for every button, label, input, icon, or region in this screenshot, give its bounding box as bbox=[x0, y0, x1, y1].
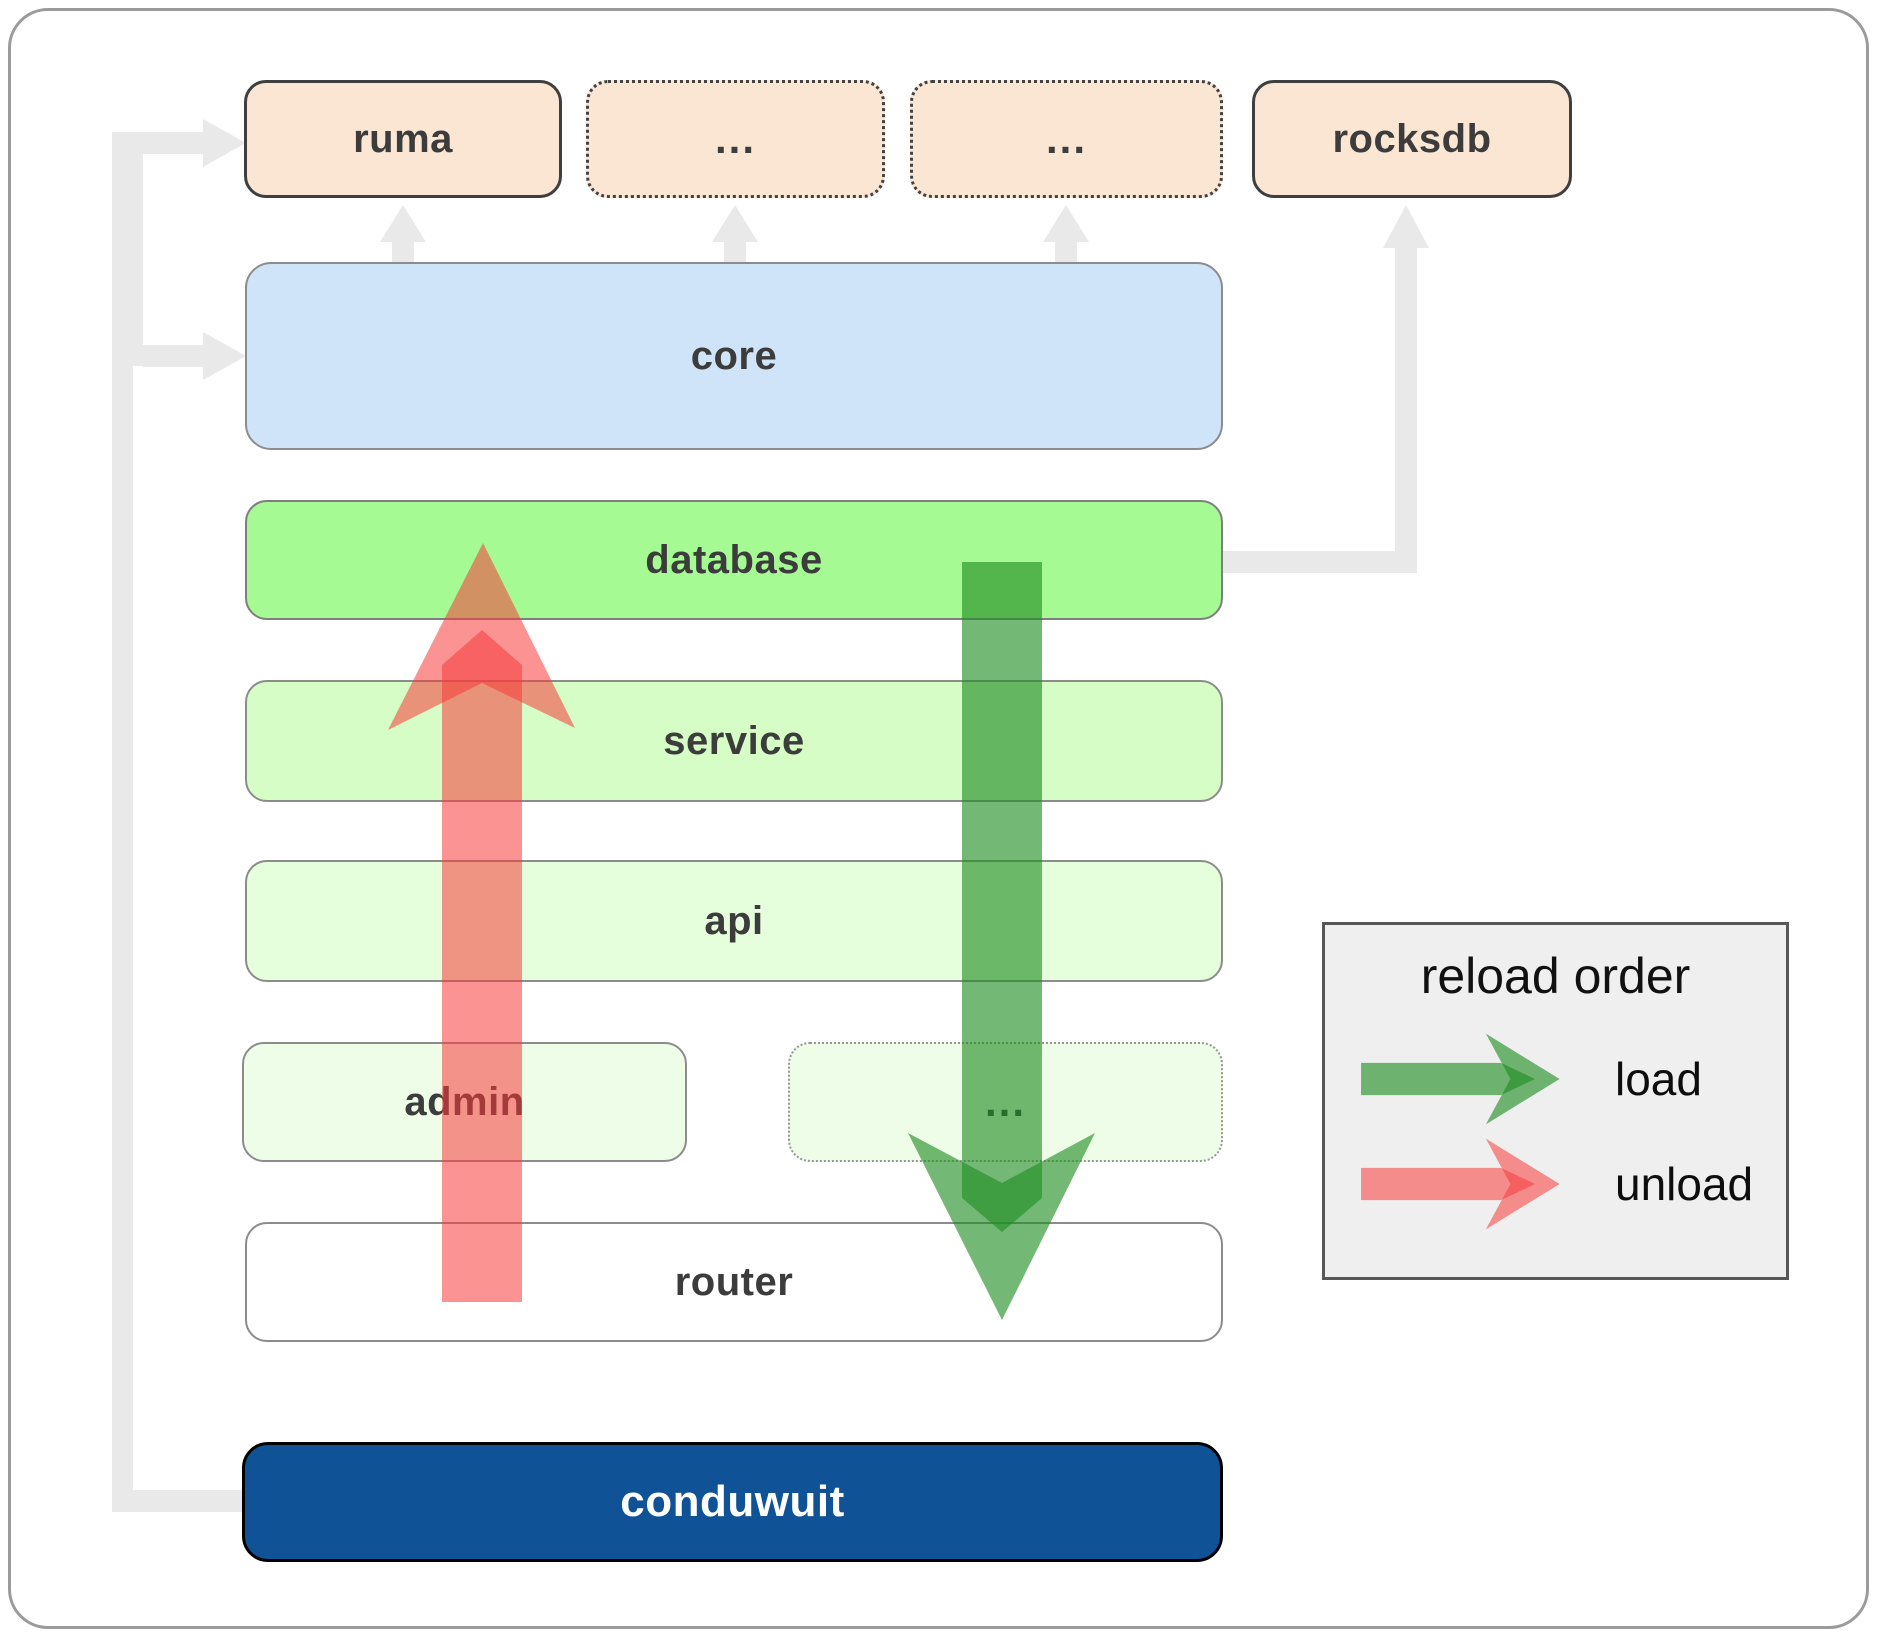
outer-frame bbox=[8, 8, 1869, 1629]
module-box-api: api bbox=[245, 860, 1223, 982]
module-box-rocksdb: rocksdb bbox=[1252, 80, 1572, 198]
module-label-core: core bbox=[690, 333, 778, 378]
module-label-crate-dots-2: ... bbox=[1045, 115, 1087, 162]
module-label-router: router bbox=[674, 1259, 794, 1304]
module-label-ruma: ruma bbox=[353, 116, 453, 161]
module-box-ruma: ruma bbox=[244, 80, 562, 198]
module-box-crate-dots-2: ... bbox=[910, 80, 1223, 198]
module-box-database: database bbox=[245, 500, 1223, 620]
legend-label-load: load bbox=[1615, 1053, 1702, 1105]
module-box-router: router bbox=[245, 1222, 1223, 1342]
module-box-admin-dots: ... bbox=[788, 1042, 1223, 1162]
module-label-api: api bbox=[704, 898, 764, 943]
legend-label-unload: unload bbox=[1615, 1158, 1754, 1210]
module-box-conduwuit: conduwuit bbox=[242, 1442, 1223, 1562]
legend-row-unload: unload bbox=[1357, 1132, 1753, 1236]
legend-title: reload order bbox=[1420, 948, 1691, 1004]
module-box-service: service bbox=[245, 680, 1223, 802]
module-label-service: service bbox=[663, 718, 805, 763]
module-label-admin-dots: ... bbox=[984, 1078, 1026, 1125]
module-box-crate-dots-1: ... bbox=[586, 80, 885, 198]
load-arrow-legend-icon bbox=[1361, 1033, 1560, 1125]
module-label-admin: admin bbox=[404, 1079, 525, 1124]
module-label-rocksdb: rocksdb bbox=[1332, 116, 1492, 161]
module-label-conduwuit: conduwuit bbox=[620, 1477, 845, 1526]
module-box-admin: admin bbox=[242, 1042, 687, 1162]
module-label-crate-dots-1: ... bbox=[714, 115, 756, 162]
legend-row-load: load bbox=[1357, 1027, 1702, 1131]
legend-panel: reload order load unload bbox=[1322, 922, 1789, 1280]
module-label-database: database bbox=[645, 537, 823, 582]
unload-arrow-legend-icon bbox=[1361, 1138, 1560, 1230]
module-box-core: core bbox=[245, 262, 1223, 450]
